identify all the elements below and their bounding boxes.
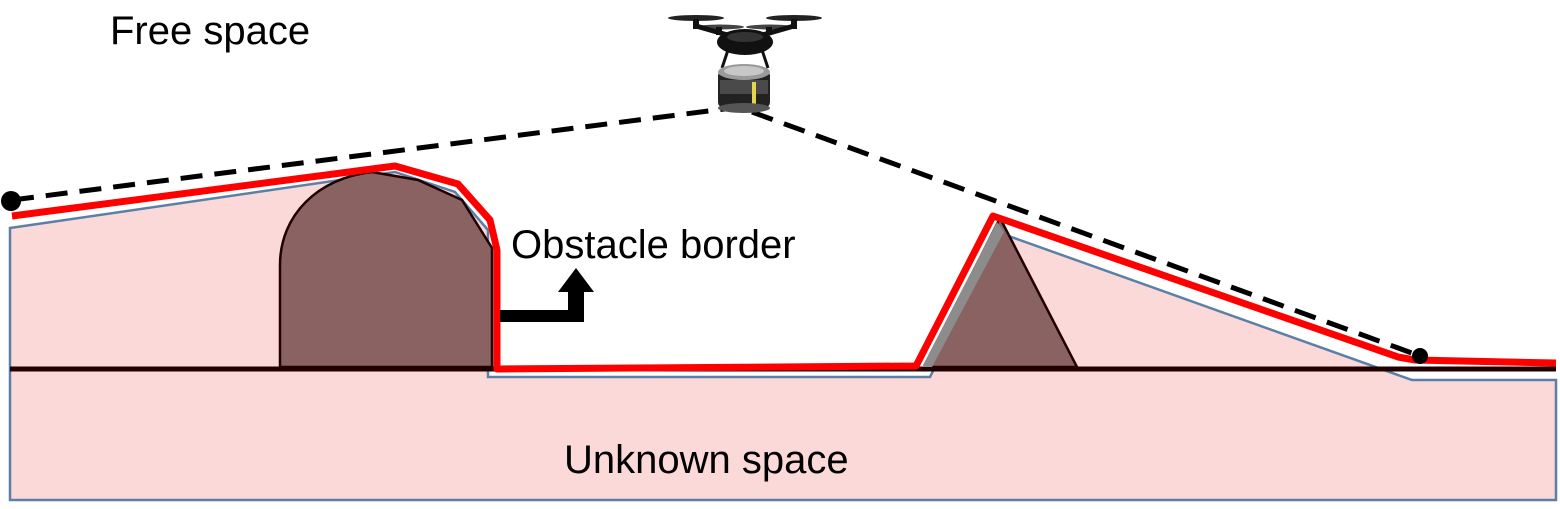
free-space-label: Free space <box>110 9 310 53</box>
lidar-sensor-icon <box>718 64 770 113</box>
obstacle-border-label: Obstacle border <box>511 223 796 267</box>
triangle-obstacle-shade <box>922 222 1004 367</box>
rounded-obstacle <box>278 170 494 369</box>
drone-icon <box>668 15 822 69</box>
sensor-ray-left <box>11 105 733 203</box>
unknown-space-label: Unknown space <box>564 438 849 482</box>
ray-endpoint-left <box>1 191 21 211</box>
ray-endpoint-right <box>1412 348 1428 364</box>
obstacle-border-line <box>11 162 1557 373</box>
arrow-up-right-icon <box>500 268 594 322</box>
sensor-ray-right <box>751 109 1421 359</box>
